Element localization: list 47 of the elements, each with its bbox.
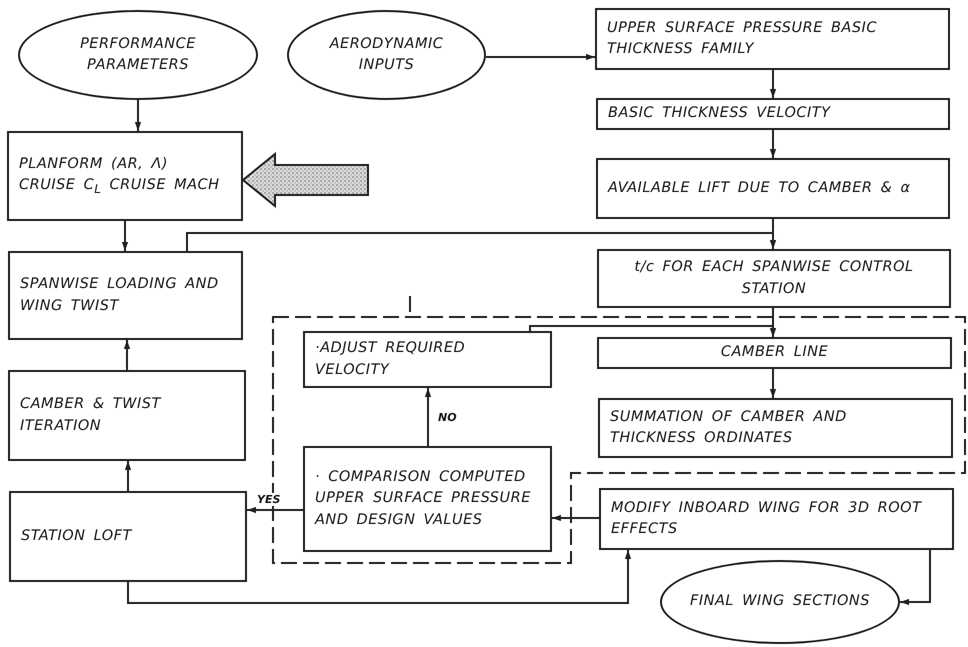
- process-box: [303, 331, 552, 388]
- arrow: [124, 461, 132, 491]
- process-box: [597, 337, 952, 369]
- node-text: AERODYNAMIC INPUTS: [328, 34, 444, 75]
- arrow: [127, 550, 632, 604]
- arrow: [186, 232, 776, 251]
- process-box: [598, 398, 953, 458]
- process-box: [596, 158, 950, 219]
- node-text: FINAL WING SECTIONS: [690, 592, 870, 612]
- arrow: [486, 54, 595, 60]
- process-box: [8, 370, 246, 461]
- node-text: STATION LOFT: [21, 526, 134, 546]
- arrow: [424, 388, 432, 446]
- process-box: [9, 491, 247, 582]
- process-box: [8, 251, 243, 340]
- block-arrow: [241, 152, 369, 208]
- arrow: [770, 130, 776, 158]
- process-box: [596, 98, 950, 130]
- process-box: [595, 8, 950, 70]
- process-box: [7, 131, 243, 221]
- arrow: [552, 514, 599, 522]
- arrow: [770, 70, 776, 98]
- arrow: [900, 550, 931, 606]
- edge-label: NO: [437, 411, 458, 424]
- arrow: [529, 325, 776, 337]
- node-text: t/c FOR EACH SPANWISE CONTROL STATION: [633, 258, 915, 298]
- node-text: CAMBER & TWIST ITERATION: [20, 395, 162, 436]
- node-text: PLANFORM (AR, Λ) CRUISE C$_{L}$ CRUISE MACH: [19, 154, 221, 198]
- node-text: ·ADJUST REQUIRED VELOCITY: [315, 339, 466, 380]
- node-text: CAMBER LINE: [720, 343, 830, 362]
- node-text: UPPER SURFACE PRESSURE BASIC THICKNESS FAMILY: [607, 18, 878, 59]
- process-box: [599, 488, 954, 550]
- node-text: BASIC THICKNESS VELOCITY: [608, 104, 832, 124]
- node-text: · COMPARISON COMPUTED UPPER SURFACE PRESSURE AND DESIGN VALUES: [315, 468, 532, 530]
- process-box: [597, 249, 951, 308]
- arrow: [122, 221, 128, 251]
- arrow: [247, 506, 303, 514]
- arrow: [134, 100, 142, 131]
- node-text: MODIFY INBOARD WING FOR 3D ROOT EFFECTS: [611, 498, 923, 539]
- node-text: PERFORMANCE PARAMETERS: [79, 34, 197, 75]
- edge-label: YES: [256, 493, 282, 506]
- node-text: SUMMATION OF CAMBER AND THICKNESS ORDINATES: [610, 408, 848, 448]
- arrow: [770, 369, 776, 398]
- node-text: SPANWISE LOADING AND WING TWIST: [20, 275, 220, 316]
- node-text: AVAILABLE LIFT DUE TO CAMBER & α: [608, 178, 912, 198]
- process-box: [303, 446, 552, 552]
- arrow: [124, 340, 130, 370]
